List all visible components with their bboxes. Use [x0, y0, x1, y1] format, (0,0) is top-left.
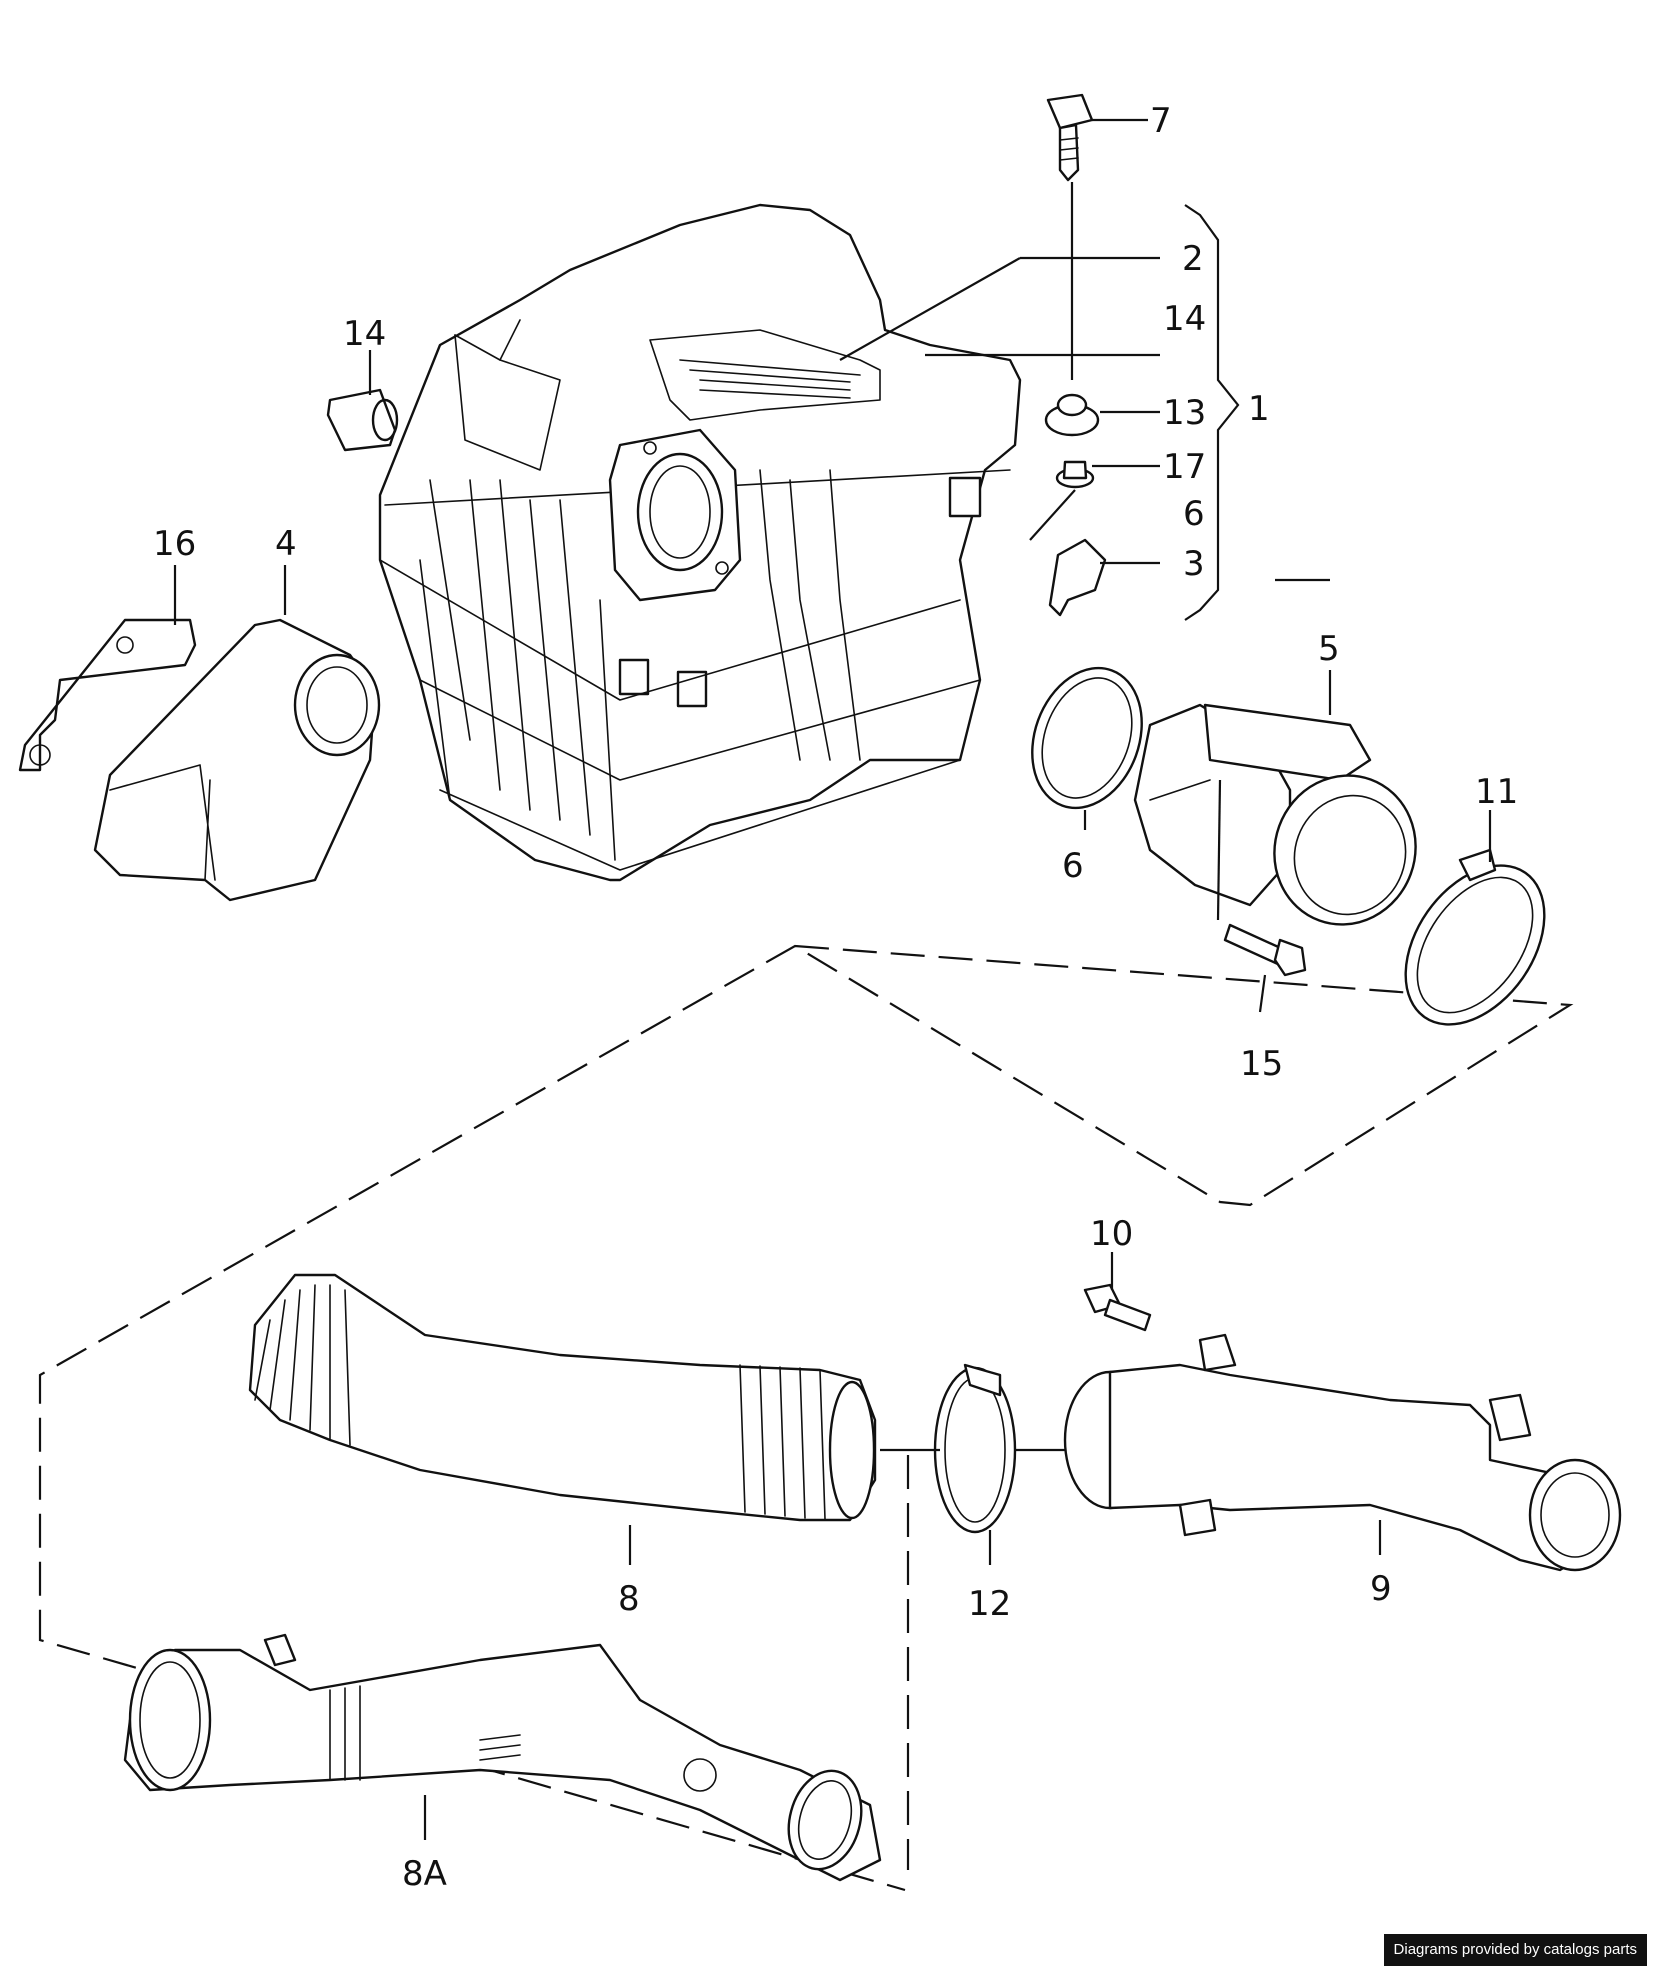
callout-labels: 7 2 14 13 1 17 6 3 14 16 4 5 6 11 15 10 …	[153, 101, 1518, 1894]
callout-16: 16	[153, 524, 196, 564]
intake-pipe-9	[1063, 1333, 1622, 1572]
callout-9: 9	[1370, 1569, 1392, 1609]
callout-10: 10	[1090, 1214, 1133, 1254]
callout-8: 8	[618, 1579, 640, 1619]
mounting-bracket	[18, 618, 197, 772]
bolt-10	[1083, 1283, 1152, 1332]
clip-3	[1048, 538, 1107, 617]
callout-17: 17	[1163, 447, 1206, 487]
leader-lines	[173, 118, 1492, 1840]
callout-5: 5	[1318, 629, 1340, 669]
callout-2: 2	[1182, 239, 1204, 279]
callout-6-upper: 6	[1183, 494, 1205, 534]
callout-3: 3	[1183, 544, 1205, 584]
dashed-boundary	[38, 944, 1574, 1892]
callout-14-right: 14	[1163, 299, 1206, 339]
intake-hose-8	[248, 1273, 877, 1522]
callout-15: 15	[1240, 1044, 1283, 1084]
air-filter-housing	[378, 203, 1022, 882]
bolt-15	[1223, 923, 1307, 977]
air-mass-meter	[1133, 703, 1417, 926]
callout-4: 4	[275, 524, 297, 564]
callout-6-lower: 6	[1062, 846, 1084, 886]
intake-duct	[93, 618, 381, 902]
bolt-7	[1046, 93, 1094, 182]
callout-11: 11	[1475, 772, 1518, 812]
gasket-ring	[1031, 666, 1143, 810]
callout-7: 7	[1150, 101, 1172, 141]
intake-hose-8a	[123, 1633, 882, 1882]
hose-clamp-11	[1404, 848, 1546, 1026]
spacer-17	[1055, 460, 1095, 489]
callout-13: 13	[1163, 393, 1206, 433]
hose-clamp-12	[933, 1363, 1017, 1534]
callout-14-left: 14	[343, 314, 386, 354]
callout-8a: 8A	[402, 1854, 447, 1894]
grommet-13	[1044, 393, 1100, 437]
rubber-sleeve	[326, 388, 399, 452]
credit-badge: Diagrams provided by catalogs parts	[1383, 1934, 1647, 1966]
callout-1: 1	[1248, 389, 1270, 429]
callout-12: 12	[968, 1584, 1011, 1624]
